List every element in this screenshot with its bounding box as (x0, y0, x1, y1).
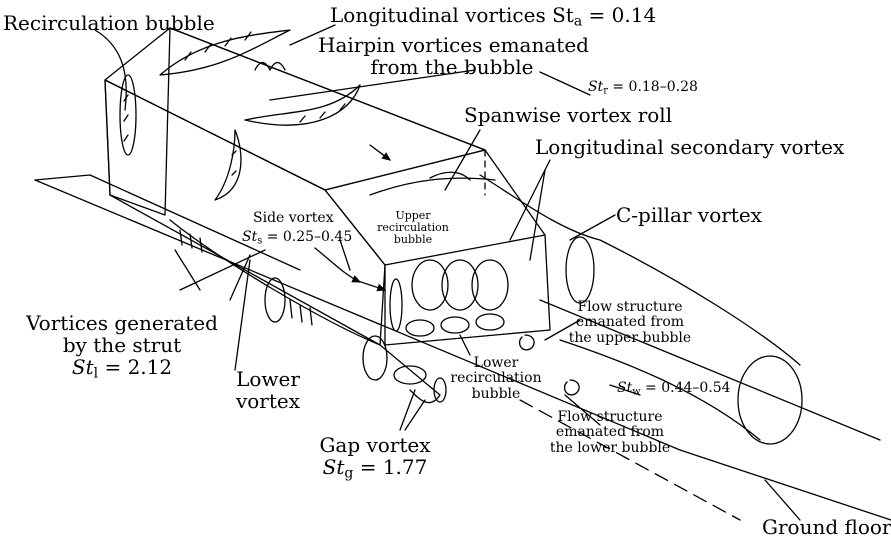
label-longitudinal-secondary: Longitudinal secondary vortex (535, 135, 845, 159)
label-recirculation-bubble: Recirculation bubble (3, 11, 215, 35)
label-longitudinal-vortices: Longitudinal vortices Sta = 0.14 (330, 4, 656, 30)
body-front-face (104, 27, 171, 216)
st-w-sub: w (632, 386, 641, 398)
upper-bubble-line-1: Upper (395, 209, 431, 222)
st-s-value: = 0.25–0.45 (262, 229, 353, 245)
body-side-face (104, 79, 386, 346)
ground-centerline (519, 399, 741, 521)
st-w-value: = 0.44–0.54 (640, 380, 731, 396)
label-strut-vortices: Vortices generated by the strut Stl = 2.… (22, 312, 222, 382)
longitudinal-vortices-sub: a (573, 13, 583, 30)
hairpin-line-2: from the bubble (370, 55, 534, 79)
label-st-r: Str = 0.18–0.28 (588, 79, 698, 97)
st-l-value: = 2.12 (98, 355, 173, 379)
label-ground-floor: Ground floor (762, 515, 891, 539)
label-upper-bubble: Upper recirculation bubble (368, 209, 458, 247)
st-g-text: St (322, 455, 345, 479)
lower-vortex-line-2: vortex (235, 389, 301, 413)
flow-lower-line-2: emanated from (555, 424, 665, 441)
label-hairpin-vortices: Hairpin vortices emanated from the bubbl… (318, 33, 589, 79)
st-s-text: St (242, 229, 258, 245)
lower-vortex-line-1: Lower (236, 367, 300, 391)
label-lower-bubble: Lower recirculation bubble (436, 355, 556, 402)
label-flow-lower: Flow structure emanated from the lower b… (540, 409, 680, 456)
c-pillar-tube (479, 174, 801, 366)
lower-bubble-line-3: bubble (471, 385, 521, 402)
lower-bubble-line-2: recirculation (450, 370, 542, 387)
strut-line-1: Vortices generated (26, 311, 218, 335)
st-s-sub: s (257, 235, 263, 247)
label-lower-vortex: Lower vortex (228, 368, 308, 412)
st-g-line: Stg = 1.77 (310, 456, 440, 482)
label-flow-upper: Flow structure emanated from the upper b… (555, 299, 705, 346)
st-l-line: Stl = 2.12 (22, 356, 222, 382)
st-w-text: St (617, 380, 633, 396)
lower-bubble-line-1: Lower (473, 355, 519, 371)
label-st-w: Stw = 0.44–0.54 (617, 380, 731, 398)
label-c-pillar: C-pillar vortex (616, 203, 762, 227)
st-l-text: St (71, 355, 94, 379)
label-gap-vortex: Gap vortex Stg = 1.77 (310, 434, 440, 482)
st-r-value: = 0.18–0.28 (607, 79, 698, 95)
flow-lower-line-1: Flow structure (557, 409, 663, 425)
upper-bubble-line-3: bubble (393, 233, 433, 247)
flow-lower-line-3: the lower bubble (549, 439, 671, 456)
flow-upper-line-1: Flow structure (577, 299, 683, 315)
strut-line-2: by the strut (62, 333, 182, 357)
upper-bubble-line-2: recirculation (377, 221, 449, 235)
st-r-text: St (588, 79, 604, 95)
st-g-value: = 1.77 (353, 455, 428, 479)
label-spanwise-roll: Spanwise vortex roll (464, 103, 673, 127)
gap-vortex-line-1: Gap vortex (319, 433, 431, 457)
flow-upper-line-3: the upper bubble (568, 329, 692, 346)
hairpin-line-1: Hairpin vortices emanated (318, 33, 589, 57)
st-g-sub: g (344, 465, 354, 482)
longitudinal-vortices-text: Longitudinal vortices St (330, 3, 574, 27)
st-r-sub: r (603, 85, 608, 97)
label-st-s: Sts = 0.25–0.45 (242, 229, 353, 247)
st-l-sub: l (93, 365, 99, 382)
label-side-vortex: Side vortex (253, 210, 334, 226)
flow-upper-line-2: emanated from (575, 314, 685, 331)
ground-plane (34, 179, 891, 521)
longitudinal-vortices-value: = 0.14 (582, 3, 657, 27)
